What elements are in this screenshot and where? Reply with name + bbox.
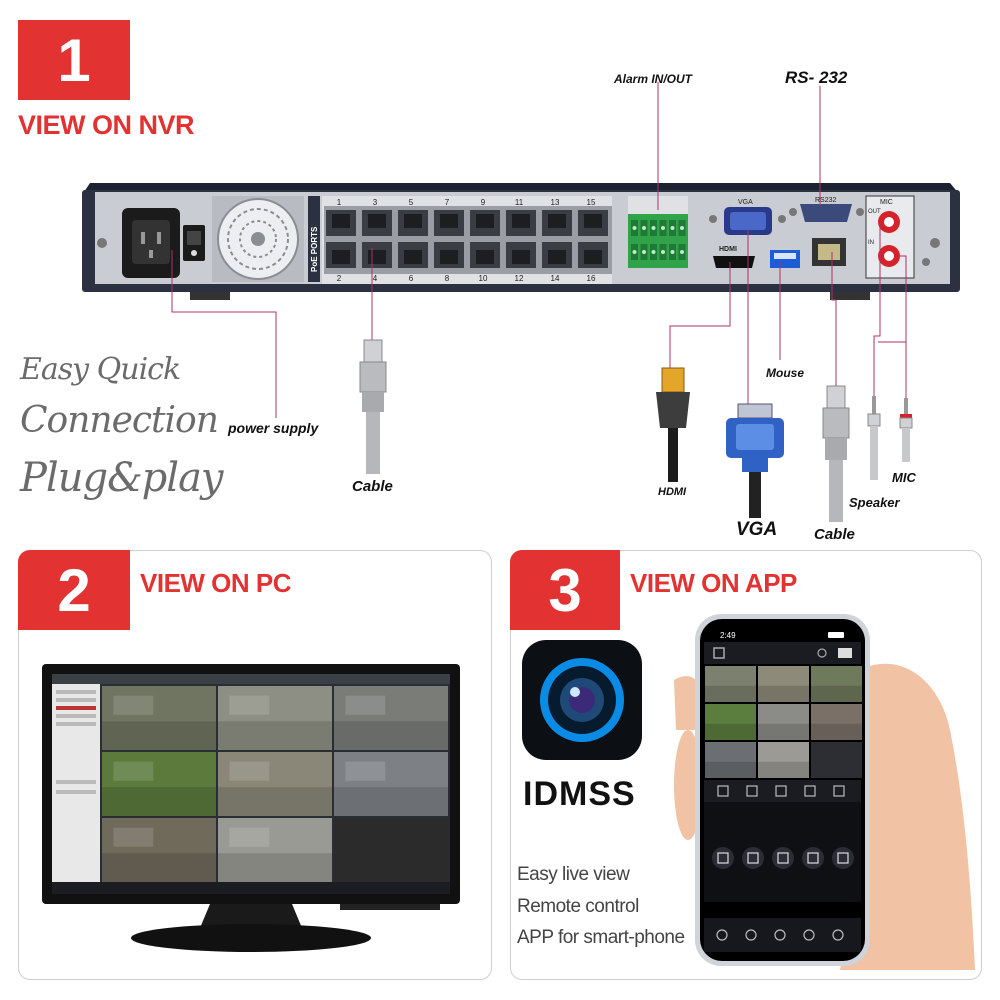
poe-port-number: 7 — [445, 198, 450, 207]
device-tab-icon — [803, 929, 815, 941]
feature-app-for-smartphone: APP for smart-phone — [517, 927, 685, 948]
home-icon — [713, 647, 725, 659]
rs232-port-label: RS232 — [815, 197, 837, 204]
pc-camera-tile — [102, 818, 216, 882]
poe-port-number: 3 — [373, 198, 378, 207]
label-hdmi: HDMI — [658, 486, 687, 498]
feature-remote-control: Remote control — [517, 896, 639, 917]
mute-icon — [775, 785, 787, 797]
hdmi-cable-illustration — [656, 367, 690, 482]
phone-camera-tile — [811, 742, 862, 778]
section-3-number: 3 — [510, 550, 620, 630]
poe-port-number: 5 — [409, 198, 414, 207]
pc-camera-tile — [334, 818, 448, 882]
poe-port-number: 10 — [479, 274, 488, 283]
idmss-app-icon — [522, 640, 642, 760]
layout-icon — [838, 648, 852, 658]
section-2-title: VIEW ON PC — [140, 568, 292, 598]
section-1-number: 1 — [18, 20, 130, 100]
talk-icon — [802, 847, 824, 869]
app-name: IDMSS — [523, 775, 636, 813]
pc-monitor-illustration — [42, 664, 460, 952]
pc-camera-tile — [334, 752, 448, 816]
poe-port-number: 11 — [515, 198, 524, 207]
poe-port-number: 1 — [337, 198, 342, 207]
alarm-tab-icon — [774, 929, 786, 941]
poe-port-number: 9 — [481, 198, 486, 207]
poe-port-number: 14 — [551, 274, 560, 283]
fisheye-icon — [832, 847, 854, 869]
split-icon — [804, 785, 816, 797]
poe-port-number: 12 — [515, 274, 524, 283]
record-icon — [817, 648, 827, 658]
pc-camera-tile — [102, 686, 216, 750]
pc-camera-tile — [218, 686, 332, 750]
poe-port-number: 13 — [551, 198, 560, 207]
label-speaker: Speaker — [849, 495, 900, 510]
pc-camera-tile — [218, 752, 332, 816]
play-icon — [717, 785, 729, 797]
rs232-port — [800, 204, 852, 222]
phone-camera-tile — [705, 666, 756, 702]
in-port-label: IN — [868, 240, 874, 246]
pc-camera-tile — [218, 818, 332, 882]
ptz-icon — [712, 847, 734, 869]
mic-plug-illustration — [899, 398, 913, 462]
poe-port-number: 15 — [587, 198, 596, 207]
quality-icon — [746, 785, 758, 797]
pc-camera-tile — [334, 686, 448, 750]
poe-port-number: 6 — [409, 274, 414, 283]
section-1-title: VIEW ON NVR — [18, 110, 195, 140]
label-alarm-in-out: Alarm IN/OUT — [614, 72, 693, 86]
screw-icon — [922, 258, 930, 266]
tagline-line-3: Plug&play — [20, 455, 224, 501]
label-cable-right: Cable — [814, 526, 855, 543]
phone-camera-tile — [705, 742, 756, 778]
favorite-icon — [833, 785, 845, 797]
phone-camera-tile — [811, 666, 862, 702]
hdmi-port-label: HDMI — [719, 246, 737, 253]
label-rs232: RS- 232 — [785, 68, 848, 87]
section-2-number: 2 — [18, 550, 130, 630]
poe-port-number: 2 — [337, 274, 342, 283]
phone-time: 2:49 — [720, 631, 736, 640]
poe-port-number: 4 — [373, 274, 378, 283]
playback-tab-icon — [745, 929, 757, 941]
section-3-title: VIEW ON APP — [630, 568, 797, 598]
phone-in-hand-illustration: 2:49 — [674, 614, 975, 970]
phone-camera-tile — [705, 704, 756, 740]
phone-camera-tile — [758, 666, 809, 702]
phone-camera-tile — [758, 742, 809, 778]
label-power-supply: power supply — [228, 420, 319, 436]
out-port-label: OUT — [868, 209, 881, 215]
hdmi-port — [713, 256, 755, 268]
label-mouse: Mouse — [766, 366, 805, 380]
tagline-line-2: Connection — [20, 400, 219, 441]
speaker-plug-illustration — [867, 396, 881, 480]
label-cable-left: Cable — [352, 478, 393, 495]
phone-camera-tile — [758, 704, 809, 740]
tagline-line-1: Easy Quick — [20, 352, 181, 387]
snapshot-icon — [772, 847, 794, 869]
label-vga: VGA — [736, 519, 778, 540]
feature-easy-live-view: Easy live view — [517, 864, 630, 885]
video-icon — [742, 847, 764, 869]
live-tab-icon — [716, 929, 728, 941]
cloud-tab-icon — [832, 929, 844, 941]
vga-port-label: VGA — [738, 199, 753, 206]
phone-camera-tile — [811, 704, 862, 740]
poe-port-number: 16 — [587, 274, 596, 283]
screw-icon — [97, 238, 107, 248]
mic-port-label: MIC — [880, 199, 893, 206]
cable-left-illustration — [359, 339, 387, 474]
poe-ports-label: PoE PORTS — [310, 226, 319, 272]
cable-right-illustration — [822, 385, 850, 522]
pc-camera-tile — [102, 752, 216, 816]
poe-port-number: 8 — [445, 274, 450, 283]
vga-cable-illustration — [726, 403, 784, 518]
label-mic: MIC — [892, 470, 916, 485]
leader-lines — [171, 82, 907, 418]
screw-icon — [930, 238, 940, 248]
